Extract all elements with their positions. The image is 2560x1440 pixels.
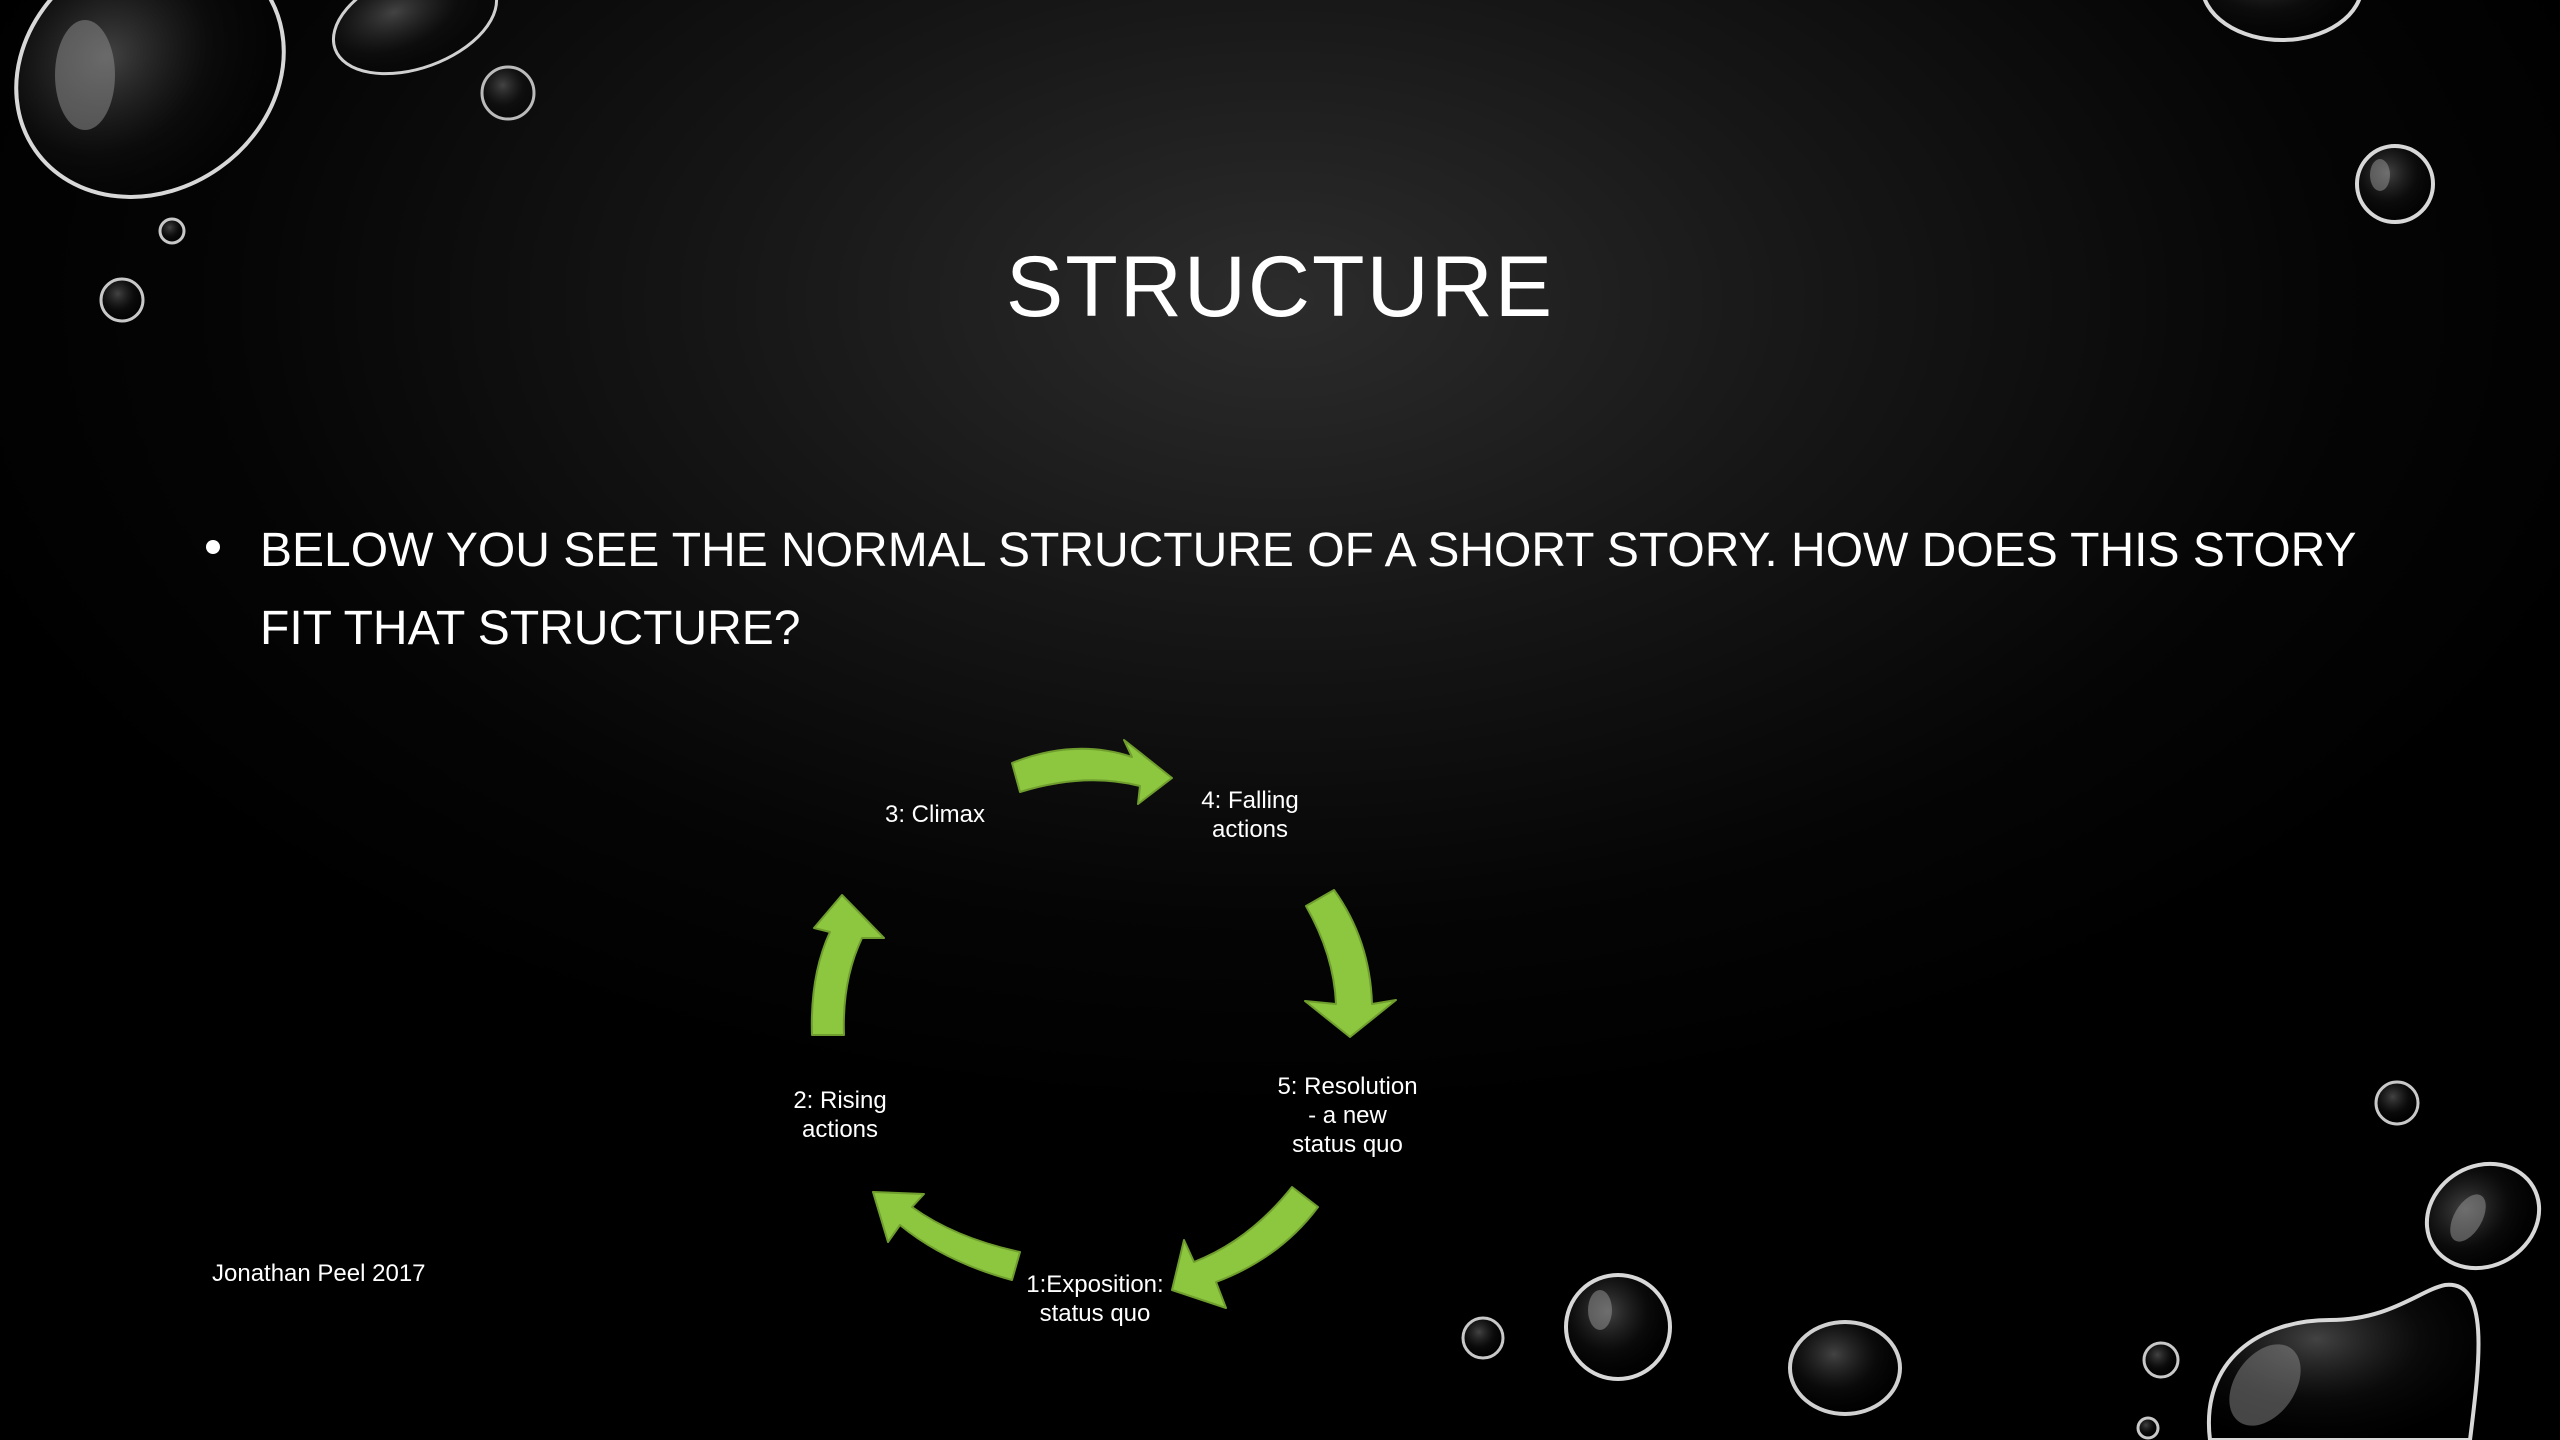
stage-label-climax: 3: Climax [850,800,1020,829]
cycle-arrow-1-to-2 [873,1192,1020,1280]
cycle-arrow-3-to-4 [1012,740,1172,804]
stage-label-falling-actions: 4: Falling actions [1165,786,1335,844]
cycle-arrow-4-to-5 [1305,890,1396,1037]
stage-label-rising-actions: 2: Rising actions [755,1086,925,1144]
footer-author: Jonathan Peel 2017 [212,1260,426,1288]
stage-label-exposition: 1:Exposition: status quo [1000,1270,1190,1328]
cycle-arrow-5-to-1 [1172,1187,1318,1308]
stage-label-resolution: 5: Resolution - a new status quo [1255,1072,1440,1159]
cycle-arrow-2-to-3 [812,895,884,1035]
